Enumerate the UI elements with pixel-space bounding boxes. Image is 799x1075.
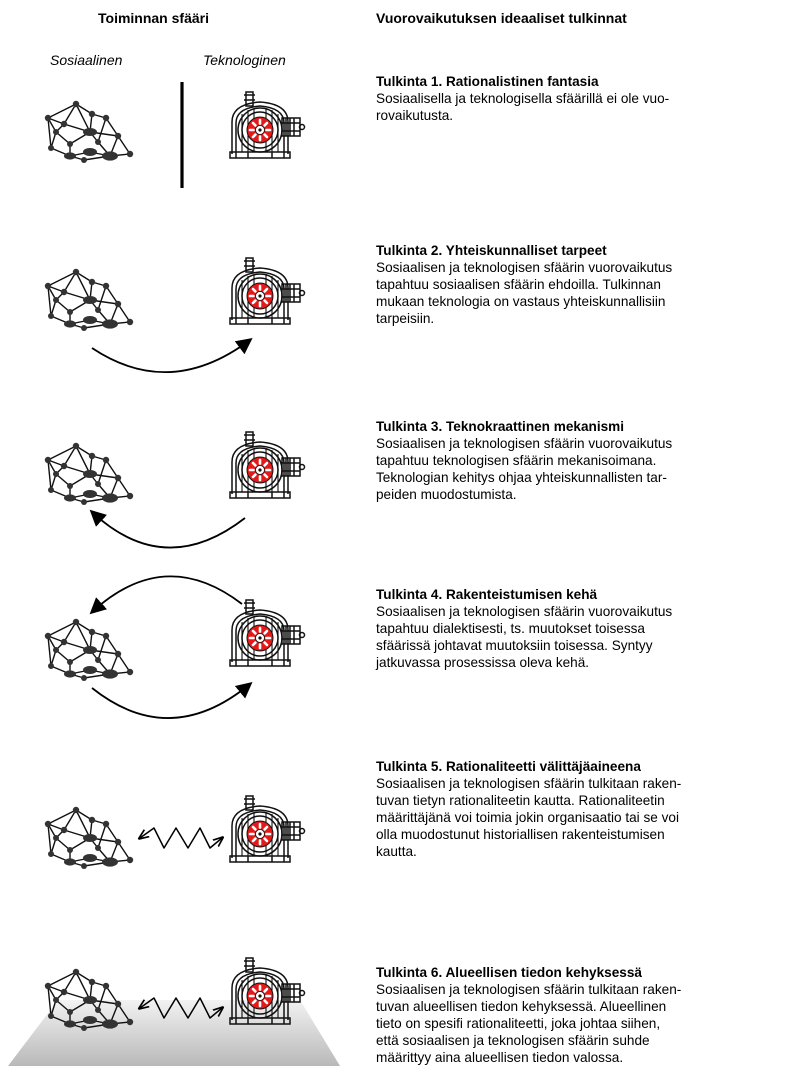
interpretation-5: Tulkinta 5. Rationaliteetti välittäjäain… [376, 758, 786, 860]
subheader-social: Sosiaalinen [50, 52, 123, 68]
arrow-tech-to-social-top [89, 575, 243, 615]
interpretation-4: Tulkinta 4. Rakenteistumisen kehä Sosiaa… [376, 586, 786, 671]
technology-engine-icon [228, 256, 306, 326]
social-network-icon [44, 268, 134, 332]
interpretation-title: Tulkinta 1. Rationalistinen fantasia [376, 74, 599, 89]
interpretation-line: jatkuvassa prosessissa oleva kehä. [376, 655, 590, 670]
interpretation-2: Tulkinta 2. Yhteiskunnalliset tarpeet So… [376, 242, 786, 327]
interpretation-title: Tulkinta 6. Alueellisen tiedon kehyksess… [376, 965, 642, 980]
interpretation-line: rovaikutusta. [376, 108, 454, 123]
interpretation-line: määrittäjänä voi toimia jokin organisaat… [376, 810, 679, 825]
row-5-diagram [44, 794, 306, 870]
social-network-icon [44, 442, 134, 506]
interpretation-title: Tulkinta 3. Teknokraattinen mekanismi [376, 419, 625, 434]
row-4-diagram [44, 575, 306, 719]
row-3-diagram [44, 430, 306, 549]
interpretation-line: että sosiaalisen ja teknologisen sfäärin… [376, 1033, 650, 1048]
interpretation-line: Sosiaalisen ja teknologisen sfäärin tulk… [376, 776, 682, 791]
interpretation-line: Sosiaalisella ja teknologisella sfäärill… [376, 91, 670, 106]
interpretation-title: Tulkinta 2. Yhteiskunnalliset tarpeet [376, 243, 607, 258]
social-network-icon [44, 806, 134, 870]
interpretation-line: Teknologian kehitys ohjaa yhteiskunnalli… [376, 470, 667, 485]
interpretation-line: tapahtuu sosiaalisen sfäärin ehdoilla. T… [376, 277, 661, 292]
interpretation-line: sfäärissä johtavat muutoksiin toisessa. … [376, 638, 653, 653]
interpretation-title: Tulkinta 5. Rationaliteetti välittäjäain… [376, 759, 641, 774]
interpretation-title: Tulkinta 4. Rakenteistumisen kehä [376, 587, 598, 602]
interpretation-line: tuvan alueellisen tiedon kehyksessä. Alu… [376, 999, 667, 1014]
interpretation-line: määrittyy aina alueellisen tiedon valoss… [376, 1050, 624, 1065]
column-header-sphere: Toiminnan sfääri [98, 10, 209, 26]
interpretation-line: tieto on spesifi rationaliteetti, joka j… [376, 1016, 661, 1031]
arrow-social-to-tech [91, 338, 253, 373]
row-2-diagram [44, 256, 306, 373]
interpretation-line: tarpeisiin. [376, 311, 435, 326]
row-1-diagram [44, 82, 306, 188]
interpretation-3: Tulkinta 3. Teknokraattinen mekanismi So… [376, 418, 786, 503]
regional-knowledge-frame [8, 1000, 340, 1066]
interpretation-line: Sosiaalisen ja teknologisen sfäärin vuor… [376, 604, 673, 619]
interpretation-line: tapahtuu dialektisesti, ts. muutokset to… [376, 621, 645, 636]
technology-engine-icon [228, 598, 306, 668]
interpretation-line: tapahtuu teknologisen sfäärin mekanisoim… [376, 453, 657, 468]
interpretation-line: Sosiaalisen ja teknologisen sfäärin tulk… [376, 982, 682, 997]
arrow-tech-to-social [89, 509, 246, 549]
interpretation-line: mukaan teknologia on vastaus yhteiskunna… [376, 294, 666, 309]
arrow-social-to-tech-bottom [91, 681, 253, 719]
technology-engine-icon [228, 90, 306, 160]
social-network-icon [44, 618, 134, 682]
interpretation-1: Tulkinta 1. Rationalistinen fantasia Sos… [376, 73, 786, 124]
interpretation-6: Tulkinta 6. Alueellisen tiedon kehyksess… [376, 964, 786, 1066]
technology-engine-icon [228, 430, 306, 500]
wave-rationality-link [140, 827, 222, 849]
interpretation-line: kautta. [376, 844, 417, 859]
column-header-interpretations: Vuorovaikutuksen ideaaliset tulkinnat [376, 10, 627, 26]
technology-engine-icon [228, 794, 306, 864]
social-network-icon [44, 100, 134, 164]
subheader-tech: Teknologinen [203, 52, 286, 68]
interpretation-line: Sosiaalisen ja teknologisen sfäärin vuor… [376, 436, 673, 451]
wave-regional-link [140, 997, 222, 1019]
interpretation-line: Sosiaalisen ja teknologisen sfäärin vuor… [376, 260, 673, 275]
row-6-diagram [8, 956, 340, 1066]
interpretation-line: peiden muodostumista. [376, 487, 517, 502]
interpretation-line: olla muodostunut historiallisen rakentei… [376, 827, 665, 842]
interpretation-line: tuvan tietyn rationaliteetin kautta. Rat… [376, 793, 665, 808]
